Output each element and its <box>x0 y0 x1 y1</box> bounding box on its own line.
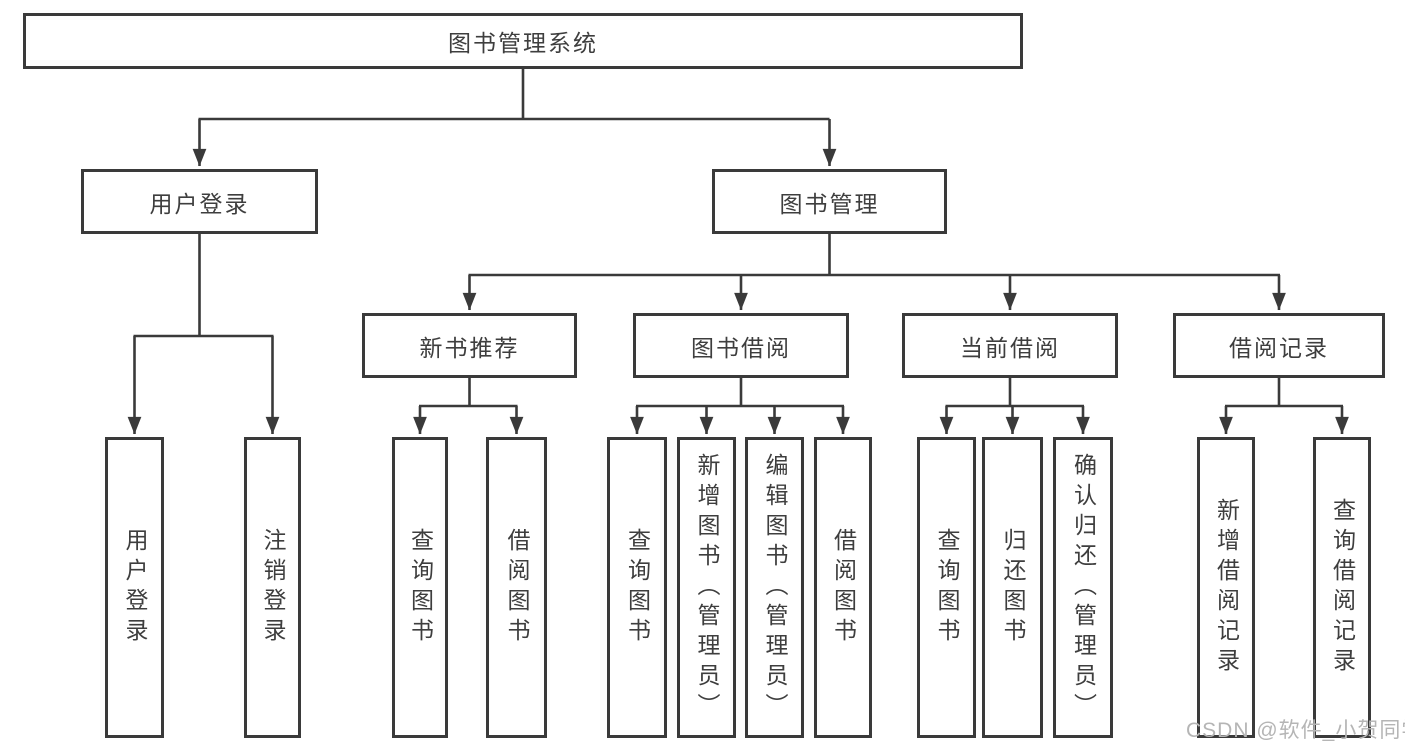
node-label: 编辑图书（管理员） <box>762 452 788 723</box>
leaf-logout: 注销登录 <box>244 437 301 738</box>
node-label: 注销登录 <box>260 527 286 648</box>
node-label: 当前借阅 <box>960 334 1060 361</box>
node-label: 借阅图书 <box>504 527 530 648</box>
node-label: 借阅记录 <box>1229 334 1329 361</box>
node-label: 用户登录 <box>149 190 250 217</box>
node-label: 查询图书 <box>407 527 434 648</box>
node-book-management: 图书管理 <box>712 169 947 234</box>
leaf-query-books-borrow: 查询图书 <box>607 437 667 738</box>
node-borrow-records: 借阅记录 <box>1173 313 1385 378</box>
node-label: 用户登录 <box>122 527 148 648</box>
node-label: 新书推荐 <box>419 334 520 361</box>
node-label: 图书管理系统 <box>448 30 598 56</box>
leaf-return-books: 归还图书 <box>982 437 1043 738</box>
node-label: 查询借阅记录 <box>1329 497 1356 678</box>
leaf-borrow-books-recommend: 借阅图书 <box>486 437 547 738</box>
node-user-login: 用户登录 <box>81 169 318 234</box>
node-new-book-recommend: 新书推荐 <box>362 313 577 378</box>
node-current-borrow: 当前借阅 <box>902 313 1118 378</box>
node-label: 归还图书 <box>1000 527 1026 648</box>
node-label: 查询图书 <box>934 527 960 648</box>
leaf-add-borrow-record: 新增借阅记录 <box>1197 437 1255 738</box>
node-label: 新增图书（管理员） <box>694 452 720 723</box>
csdn-watermark: CSDN @软件_小贺同学 <box>1186 719 1405 742</box>
leaf-query-books-current: 查询图书 <box>917 437 976 738</box>
node-label: 图书借阅 <box>691 334 791 361</box>
node-book-borrow: 图书借阅 <box>633 313 849 378</box>
leaf-borrow-books: 借阅图书 <box>814 437 872 738</box>
leaf-edit-book-admin: 编辑图书（管理员） <box>745 437 804 738</box>
node-label: 新增借阅记录 <box>1213 497 1240 678</box>
node-label: 确认归还（管理员） <box>1070 452 1097 723</box>
node-label: 图书管理 <box>779 190 880 217</box>
leaf-confirm-return-admin: 确认归还（管理员） <box>1053 437 1113 738</box>
node-book-management-system: 图书管理系统 <box>23 13 1023 69</box>
leaf-query-books-recommend: 查询图书 <box>392 437 448 738</box>
node-label: 借阅图书 <box>830 527 857 648</box>
leaf-query-borrow-record: 查询借阅记录 <box>1313 437 1371 738</box>
leaf-add-book-admin: 新增图书（管理员） <box>677 437 736 738</box>
leaf-user-login: 用户登录 <box>105 437 164 738</box>
node-label: 查询图书 <box>624 527 651 648</box>
